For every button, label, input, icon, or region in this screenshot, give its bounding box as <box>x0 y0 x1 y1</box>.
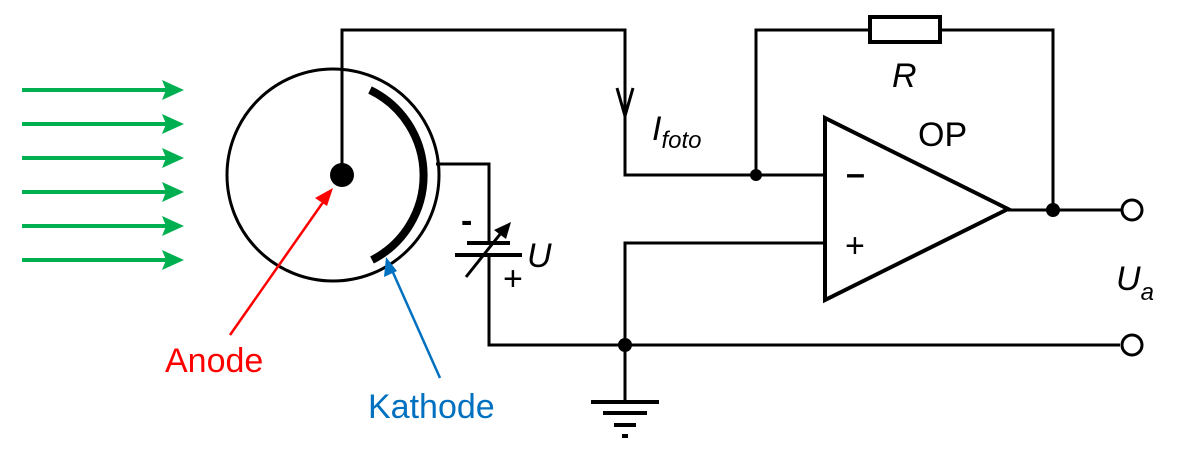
resistor-label: R <box>892 57 917 95</box>
light-ray-arrow <box>22 182 184 202</box>
light-rays <box>22 80 184 270</box>
opamp-plus-label: + <box>845 227 865 265</box>
kathode-electrode <box>368 86 428 264</box>
ground-terminal[interactable] <box>1120 333 1144 357</box>
opamp-minus-label: – <box>846 155 865 193</box>
voltage-label: U <box>527 237 552 275</box>
wires <box>340 28 1121 402</box>
anode-pointer-arrow <box>228 197 328 336</box>
output-voltage-label: Ua <box>1116 260 1154 306</box>
light-ray-arrow <box>22 250 184 270</box>
output-terminal[interactable] <box>1120 198 1144 222</box>
light-ray-arrow <box>22 148 184 168</box>
current-arrow-icon <box>615 87 635 122</box>
opamp-triangle <box>823 114 1013 304</box>
junction-dot <box>750 169 762 181</box>
junction-dot <box>1046 203 1060 217</box>
light-ray-arrow <box>22 114 184 134</box>
light-ray-arrow <box>22 216 184 236</box>
kathode-pointer-arrow <box>389 267 442 379</box>
ground-icon <box>591 400 659 438</box>
variable-voltage-source <box>455 222 522 278</box>
battery-plus-label: + <box>503 260 523 298</box>
current-label: Ifoto <box>652 110 701 154</box>
anode-wire <box>340 28 825 177</box>
kathode-wire <box>436 162 491 243</box>
junction-dot <box>618 338 632 352</box>
anode-label: Anode <box>165 342 263 380</box>
plus-input-wire <box>623 241 825 345</box>
battery-lower-wire <box>487 255 1120 347</box>
feedback-wire-left <box>754 28 870 175</box>
feedback-wire-right <box>940 28 1055 210</box>
adjust-arrow-icon <box>464 227 507 278</box>
kathode-label: Kathode <box>368 388 495 426</box>
photocell-tube <box>225 67 441 283</box>
resistor <box>868 15 942 44</box>
opamp-label: OP <box>918 116 967 154</box>
battery-minus-label: - <box>461 202 472 240</box>
light-ray-arrow <box>22 80 184 100</box>
